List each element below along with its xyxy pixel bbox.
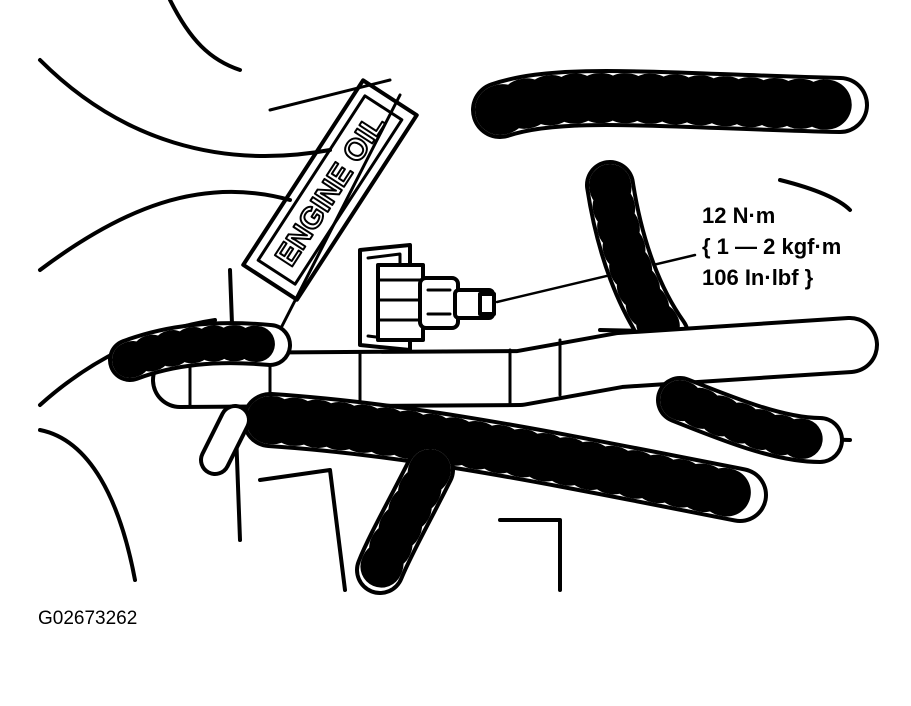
bottom-housing-curve xyxy=(38,428,137,582)
right-panel-curve xyxy=(778,178,852,212)
torque-spec-callout: 12 N·m { 1 — 2 kgf·m 106 In·lbf } xyxy=(702,200,841,293)
left-panel-curve xyxy=(38,189,292,272)
oil-pressure-sensor xyxy=(358,243,496,352)
wiring-harness xyxy=(108,69,879,595)
upper-edge-curve xyxy=(168,0,242,72)
housing-line-3 xyxy=(498,518,562,592)
housing-line-2 xyxy=(258,468,347,592)
sensor-body xyxy=(376,263,425,342)
torque-inlbf: 106 In·lbf } xyxy=(702,265,814,290)
upper-panel-curve xyxy=(38,58,332,158)
torque-nm: 12 N·m xyxy=(702,203,776,228)
plate-outer-line-1 xyxy=(268,78,392,112)
figure-id: G02673262 xyxy=(38,608,138,629)
callout-leader-line xyxy=(495,253,697,304)
sensor-hex-nut xyxy=(418,276,460,330)
plate-outer-line-2 xyxy=(278,93,402,332)
torque-kgfm: { 1 — 2 kgf·m xyxy=(702,234,842,259)
